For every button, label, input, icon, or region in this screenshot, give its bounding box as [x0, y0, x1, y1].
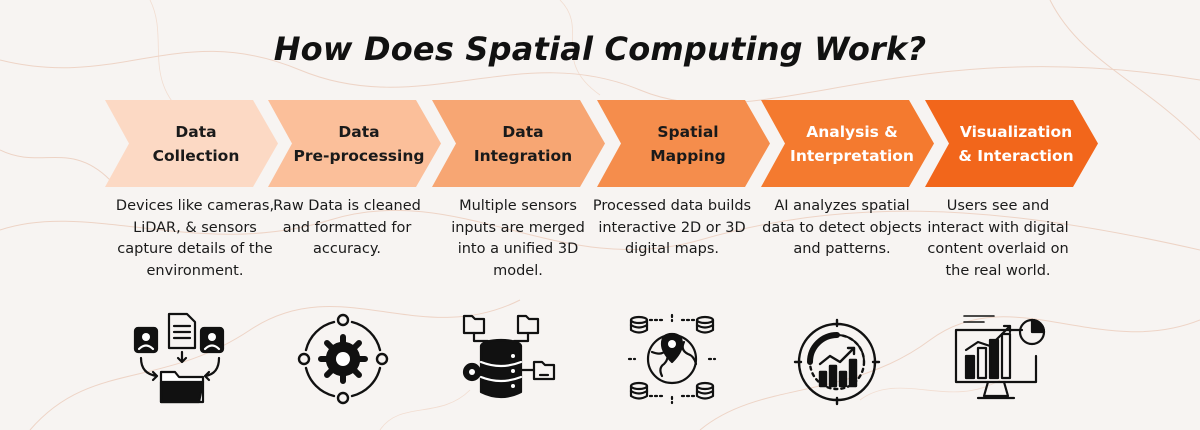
step-description: Users see and interact with digital cont… — [927, 198, 1069, 279]
analytics-gauge-icon — [790, 312, 890, 407]
step-description: Processed data builds interactive 2D or … — [592, 198, 752, 257]
database-network-icon — [460, 312, 560, 407]
step-description: Raw Data is cleaned and formatted for ac… — [273, 198, 421, 257]
step-label: Visualization& Interaction — [958, 122, 1074, 165]
page-title: How Does Spatial Computing Work? — [273, 30, 927, 68]
step-description: Multiple sensors inputs are merged into … — [451, 198, 585, 279]
step-visualization-interaction: Visualization& Interaction — [925, 100, 1098, 187]
globe-location-icon — [626, 312, 726, 407]
step-description: Devices like cameras, LiDAR, & sensors c… — [115, 198, 275, 279]
step-label: Analysis &Interpretation — [790, 122, 914, 165]
step-analysis-interpretation: Analysis &Interpretation — [761, 100, 934, 187]
step-description: AI analyzes spatial data to detect objec… — [762, 198, 922, 257]
gear-cycle-icon — [296, 312, 396, 407]
monitor-chart-icon — [950, 312, 1050, 407]
user-profile-folder-icon — [131, 312, 231, 407]
